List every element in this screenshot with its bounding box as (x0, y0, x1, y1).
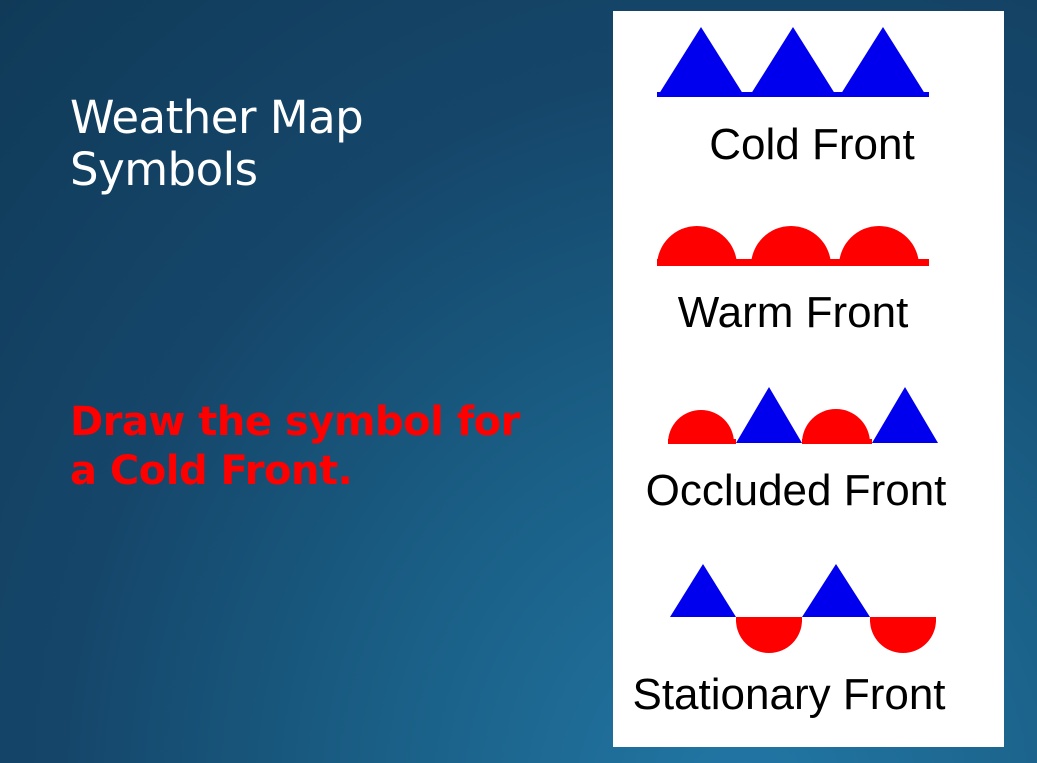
occluded-front-line (802, 439, 872, 444)
stationary-front-semicircle (870, 620, 936, 653)
occluded-front-symbol (668, 387, 938, 444)
stationary-front-line (736, 617, 802, 622)
cold-front-label: Cold Front (709, 120, 914, 169)
weather-symbol-legend: Cold Front Warm Front Occluded Front (613, 11, 1004, 747)
occluded-front-label: Occluded Front (646, 466, 947, 515)
legend-drawing: Cold Front Warm Front Occluded Front (632, 27, 947, 719)
warm-front-label: Warm Front (678, 288, 909, 337)
stationary-front-line (870, 617, 936, 622)
occluded-front-triangle (736, 387, 802, 443)
warm-front-semicircle (839, 226, 919, 266)
stationary-front-semicircle (736, 620, 802, 653)
warm-front-semicircle (751, 226, 831, 266)
cold-front-triangle (839, 27, 927, 97)
warm-front-semicircle (657, 226, 737, 266)
occluded-front-triangle (872, 387, 938, 443)
occluded-front-line (668, 439, 736, 444)
stationary-front-symbol (670, 564, 936, 653)
instruction-prompt: Draw the symbol for a Cold Front. (70, 399, 520, 494)
occluded-front-semicircle (802, 409, 870, 443)
slide-title: Weather Map Symbols (70, 91, 364, 196)
cold-front-triangle (749, 27, 837, 97)
occluded-front-semicircle (668, 410, 734, 443)
stationary-front-triangle (802, 564, 870, 617)
cold-front-triangle (657, 27, 745, 97)
cold-front-symbol (657, 27, 929, 97)
stationary-front-triangle (670, 564, 736, 617)
stationary-front-label: Stationary Front (632, 670, 945, 719)
warm-front-symbol (657, 226, 929, 266)
